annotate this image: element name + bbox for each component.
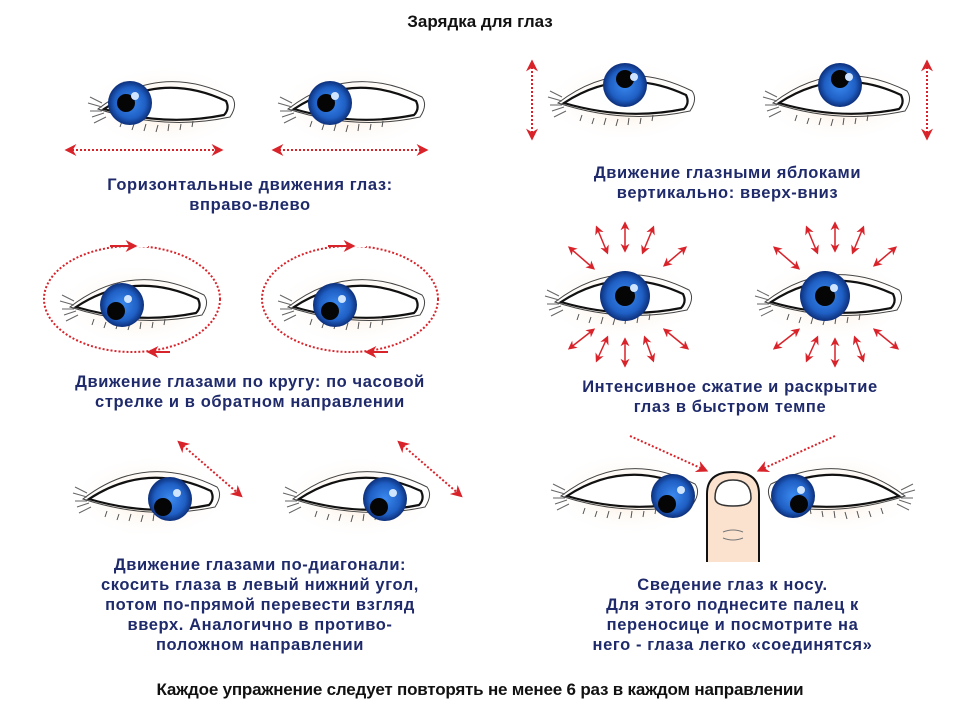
eye-icon xyxy=(750,256,914,344)
eye-icon xyxy=(83,63,247,151)
exercise-vertical: Движение глазными яблоками вертикально: … xyxy=(505,55,950,205)
exercise-squeeze: Интенсивное сжатие и раскрытие глаз в бы… xyxy=(525,220,935,420)
eye-icon xyxy=(540,256,704,344)
exercise-convergence: Сведение глаз к носу. Для этого поднесит… xyxy=(535,432,930,660)
exercise-caption: Интенсивное сжатие и раскрытие глаз в бы… xyxy=(582,378,878,416)
exercise-horizontal: Горизонтальные движения глаз: вправо-вле… xyxy=(40,55,460,225)
convergence-eyes-illustration xyxy=(546,435,920,562)
circular-eyes-illustration xyxy=(43,240,439,358)
eye-icon xyxy=(758,57,922,145)
page-title: Зарядка для глаз xyxy=(407,12,553,31)
eye-icon xyxy=(543,57,707,145)
exercise-caption: Движение глазами по-диагонали: скосить г… xyxy=(100,556,419,654)
radial-arrows-left xyxy=(567,221,690,368)
eye-icon xyxy=(273,63,437,151)
eye-icon xyxy=(55,261,219,349)
squeeze-eyes-illustration xyxy=(540,221,914,368)
horizontal-eyes-illustration xyxy=(64,63,437,156)
footer-note: Каждое упражнение следует повторять не м… xyxy=(156,680,804,699)
eye-icon xyxy=(278,453,442,541)
exercise-caption: Горизонтальные движения глаз: вправо-вле… xyxy=(107,176,393,214)
radial-arrows-right xyxy=(772,221,900,368)
exercise-circular: Движение глазами по кругу: по часовой ст… xyxy=(10,235,490,415)
exercise-caption: Движение глазами по кругу: по часовой ст… xyxy=(75,373,425,411)
diagonal-eyes-illustration xyxy=(68,440,463,541)
eye-icon xyxy=(68,453,232,541)
eye-icon xyxy=(546,450,710,538)
exercise-diagonal: Движение глазами по-диагонали: скосить г… xyxy=(40,435,480,660)
exercise-caption: Сведение глаз к носу. Для этого поднесит… xyxy=(592,576,873,654)
vertical-eyes-illustration xyxy=(526,57,933,145)
finger-icon xyxy=(706,470,760,562)
exercise-caption: Движение глазными яблоками вертикально: … xyxy=(593,164,862,202)
eye-icon xyxy=(756,450,920,538)
eye-icon xyxy=(273,261,437,349)
